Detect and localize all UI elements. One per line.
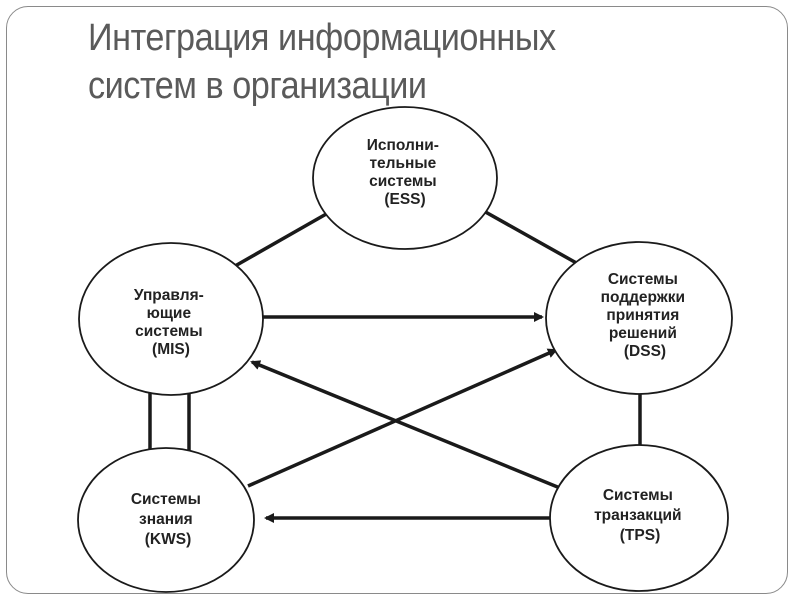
kws-label: Системы знания (KWS) [131, 491, 205, 548]
mis-label: Управля- ющие системы (MIS) [134, 287, 208, 358]
slide-title: Интеграция информационных систем в орган… [88, 14, 556, 110]
edge-kws-dss [247, 348, 558, 488]
node-ess [312, 106, 498, 250]
node-kws [77, 447, 255, 593]
dss-label: Системы поддержки принятия решений (DSS) [601, 271, 690, 360]
node-tps [549, 444, 729, 592]
tps-label: Системы транзакций (TPS) [594, 487, 686, 544]
node-dss [545, 241, 733, 395]
slide-frame [6, 6, 788, 594]
node-mis [78, 242, 264, 396]
edge-dss-ess [471, 203, 581, 267]
title-line-1: Интеграция информационных [88, 17, 556, 59]
edge-tps-mis [250, 360, 561, 490]
edge-mis-ess [227, 207, 337, 272]
title-line-2: систем в организации [88, 65, 427, 107]
ess-label: Исполни- тельные системы (ESS) [367, 137, 443, 208]
